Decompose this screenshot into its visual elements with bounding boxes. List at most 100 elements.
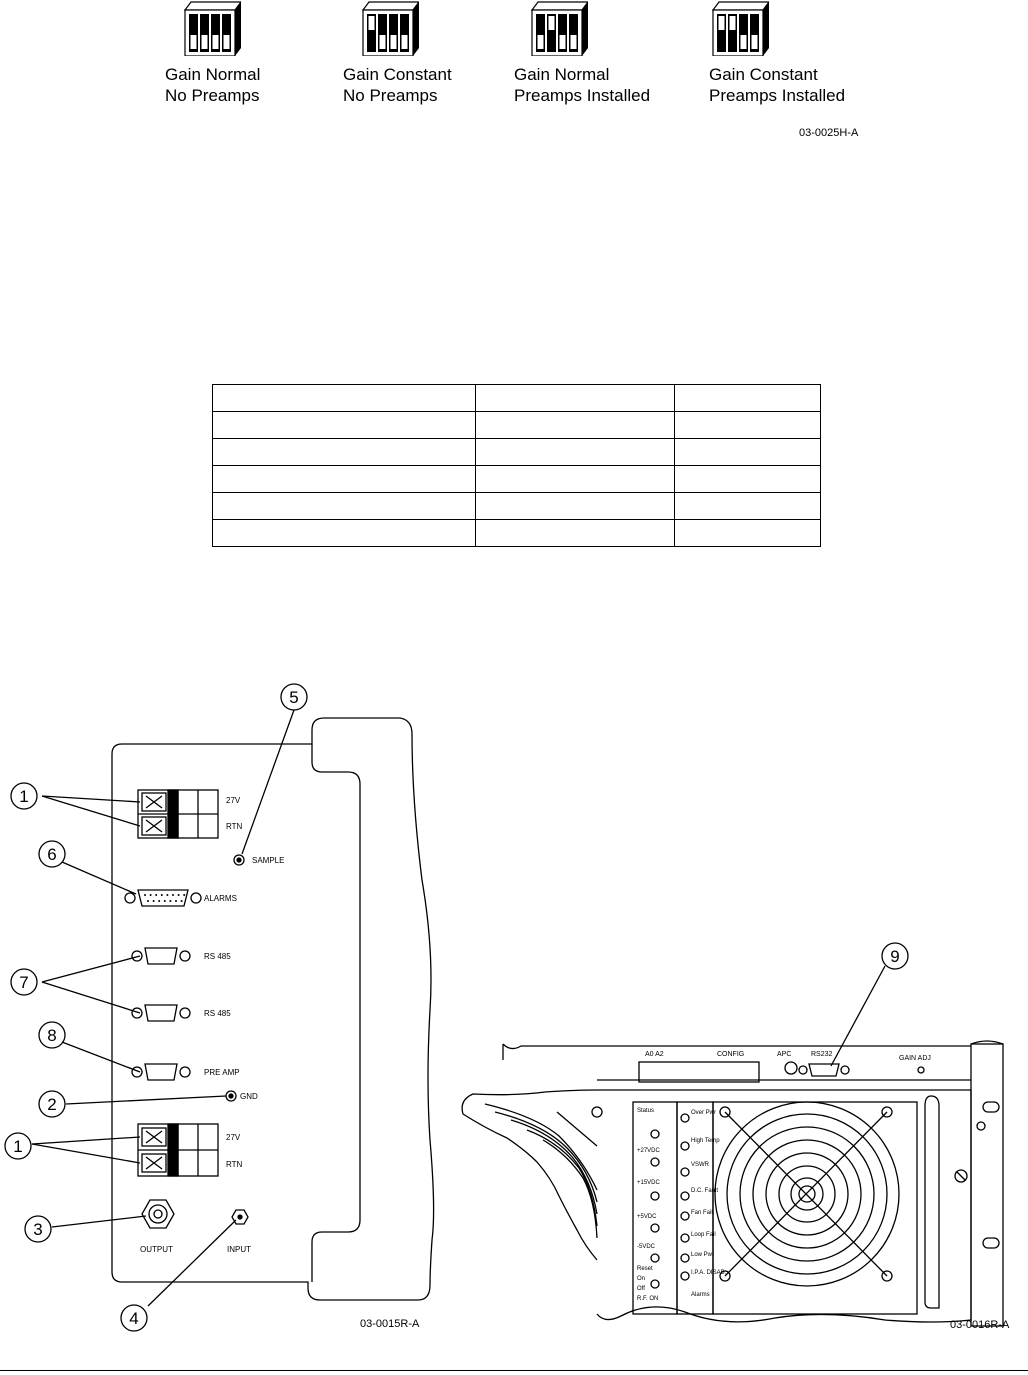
dip-switch-slider (201, 35, 208, 49)
led-label: Off (637, 1286, 645, 1292)
led-label: -5VDC (637, 1244, 656, 1250)
sample-connector (233, 854, 245, 866)
table-cell (674, 465, 821, 493)
label-gain-adj: GAIN ADJ (899, 1055, 931, 1062)
rs485-connector-a (131, 947, 191, 965)
led-label: Low Pwr (691, 1252, 714, 1258)
label-a0-a2: A0 A2 (645, 1051, 664, 1058)
terminal-block-top (137, 789, 219, 839)
table-row (212, 438, 821, 466)
callout-number: 9 (890, 947, 899, 966)
callout-number: 1 (13, 1137, 22, 1156)
dip-switch-slider (718, 16, 725, 30)
dip-switch-icon (711, 1, 769, 56)
dip-switch-slider (401, 35, 408, 49)
dip-caption-line1: Gain Constant (343, 65, 452, 84)
dip-switch-slider (212, 35, 219, 49)
dip-caption: Gain Normal Preamps Installed (514, 64, 650, 106)
led-column-left (650, 1129, 660, 1289)
table-cell (674, 384, 821, 412)
dip-switch-slider (729, 16, 736, 30)
dip-switch-slider (548, 16, 555, 30)
dip-switch-slot (536, 14, 545, 52)
handle-cutout (311, 744, 361, 1282)
dip-switch-slot (378, 14, 387, 52)
led-label: High Temp (691, 1138, 720, 1144)
table-cell (475, 492, 675, 520)
dip-switch-slot (200, 14, 209, 52)
callout-number: 7 (19, 973, 28, 992)
dip-switch-slot (728, 14, 737, 52)
dip-switch-slider (751, 35, 758, 49)
dip-switch-slider (190, 35, 197, 49)
dip-caption-line2: No Preamps (165, 86, 260, 105)
gain-adj (917, 1066, 925, 1074)
dip-switch-icon (361, 1, 419, 56)
led-label: Alarms (691, 1292, 710, 1298)
connector-pin (172, 894, 174, 896)
table-row (212, 384, 821, 412)
figure-id: 03-0015R-A (360, 1318, 420, 1330)
label-alarms: ALARMS (204, 894, 237, 903)
table-cell (212, 411, 476, 439)
dip-switch-slider (740, 35, 747, 49)
table-cell (674, 411, 821, 439)
led-label: +15VDC (637, 1180, 661, 1186)
table-row (212, 492, 821, 520)
panel-outline (596, 1089, 972, 1323)
dip-switch-icon (530, 1, 588, 56)
dip-caption-line1: Gain Normal (514, 65, 610, 84)
config-display (638, 1061, 760, 1083)
table-row (212, 519, 821, 547)
label-rs232: RS232 (811, 1051, 833, 1058)
led-label: Fan Fail (691, 1210, 713, 1216)
connector-pin (175, 900, 177, 902)
dip-caption: Gain Constant Preamps Installed (709, 64, 845, 106)
fan-grille (712, 1101, 918, 1315)
figure-id: 03-0016R-A (950, 1319, 1010, 1331)
callout-number: 6 (47, 845, 56, 864)
table-cell (475, 411, 675, 439)
dip-switch-slot (739, 14, 748, 52)
led-label: D.C. Fault (691, 1188, 718, 1194)
led-label: Over Pwr (691, 1110, 716, 1116)
front-panel-diagram: A0 A2 CONFIG APC RS232 GAIN ADJ Status +… (461, 942, 1010, 1331)
dip-switch-slider (379, 35, 386, 49)
label-27v-bottom: 27V (226, 1133, 241, 1142)
page-bottom-rule (0, 1370, 1028, 1371)
label-rtn-top: RTN (226, 822, 243, 831)
label-sample: SAMPLE (252, 856, 284, 865)
table-cell (475, 519, 675, 547)
connector-pin (155, 894, 158, 896)
dip-switch-slot (211, 14, 220, 52)
dip-switch-slot (189, 14, 198, 52)
label-rs485-a: RS 485 (204, 952, 231, 961)
dip-caption-line2: No Preamps (343, 86, 438, 105)
connector-pin (166, 894, 169, 896)
dip-caption-line2: Preamps Installed (709, 86, 846, 105)
connector-pin (158, 900, 161, 902)
dip-switch-slider (368, 16, 375, 30)
dip-switch-icon (183, 1, 241, 56)
table-row (212, 411, 821, 439)
dip-switch-slot (400, 14, 409, 52)
label-apc: APC (777, 1051, 791, 1058)
preamp-connector (131, 1063, 191, 1081)
table-row (212, 465, 821, 493)
terminal-block-bottom (137, 1123, 219, 1177)
table-cell (674, 492, 821, 520)
callout-number: 1 (19, 787, 28, 806)
led-label: Reset (637, 1266, 653, 1272)
label-rtn-bottom: RTN (226, 1160, 243, 1169)
connector-pin (144, 894, 146, 896)
label-rs485-b: RS 485 (204, 1009, 231, 1018)
table-cell (674, 519, 821, 547)
led-label: VSWR (691, 1162, 710, 1168)
table-cell (212, 465, 476, 493)
led-label: +27VDC (637, 1148, 661, 1154)
panel-outline (111, 717, 435, 1301)
table-cell (475, 384, 675, 412)
apc-knob (784, 1061, 798, 1075)
connector-pin (180, 900, 183, 902)
dip-switch-slot (547, 14, 556, 52)
